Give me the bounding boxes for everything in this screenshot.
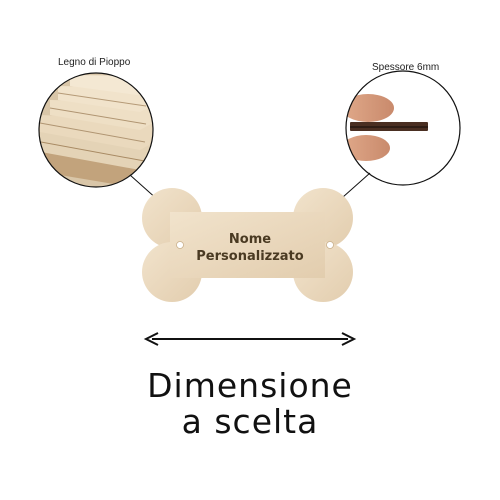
arrow-left-head-icon <box>143 332 159 346</box>
material-label: Legno di Pioppo <box>58 57 131 68</box>
caption-line-1: Dimensione <box>147 366 353 405</box>
caption-line-2: a scelta <box>181 402 319 441</box>
right-hole <box>326 241 334 249</box>
tag-text-line2: Personalizzato <box>196 249 303 264</box>
dimension-arrow <box>143 332 357 346</box>
right-connector-line <box>342 172 371 198</box>
left-hole <box>176 241 184 249</box>
arrow-right-head-icon <box>341 332 357 346</box>
plywood-closeup <box>38 72 154 188</box>
thickness-closeup <box>345 70 461 186</box>
bone-tag: Nome Personalizzato <box>142 188 353 302</box>
tag-text-line1: Nome <box>229 232 271 247</box>
thickness-label: Spessore 6mm <box>372 62 440 73</box>
